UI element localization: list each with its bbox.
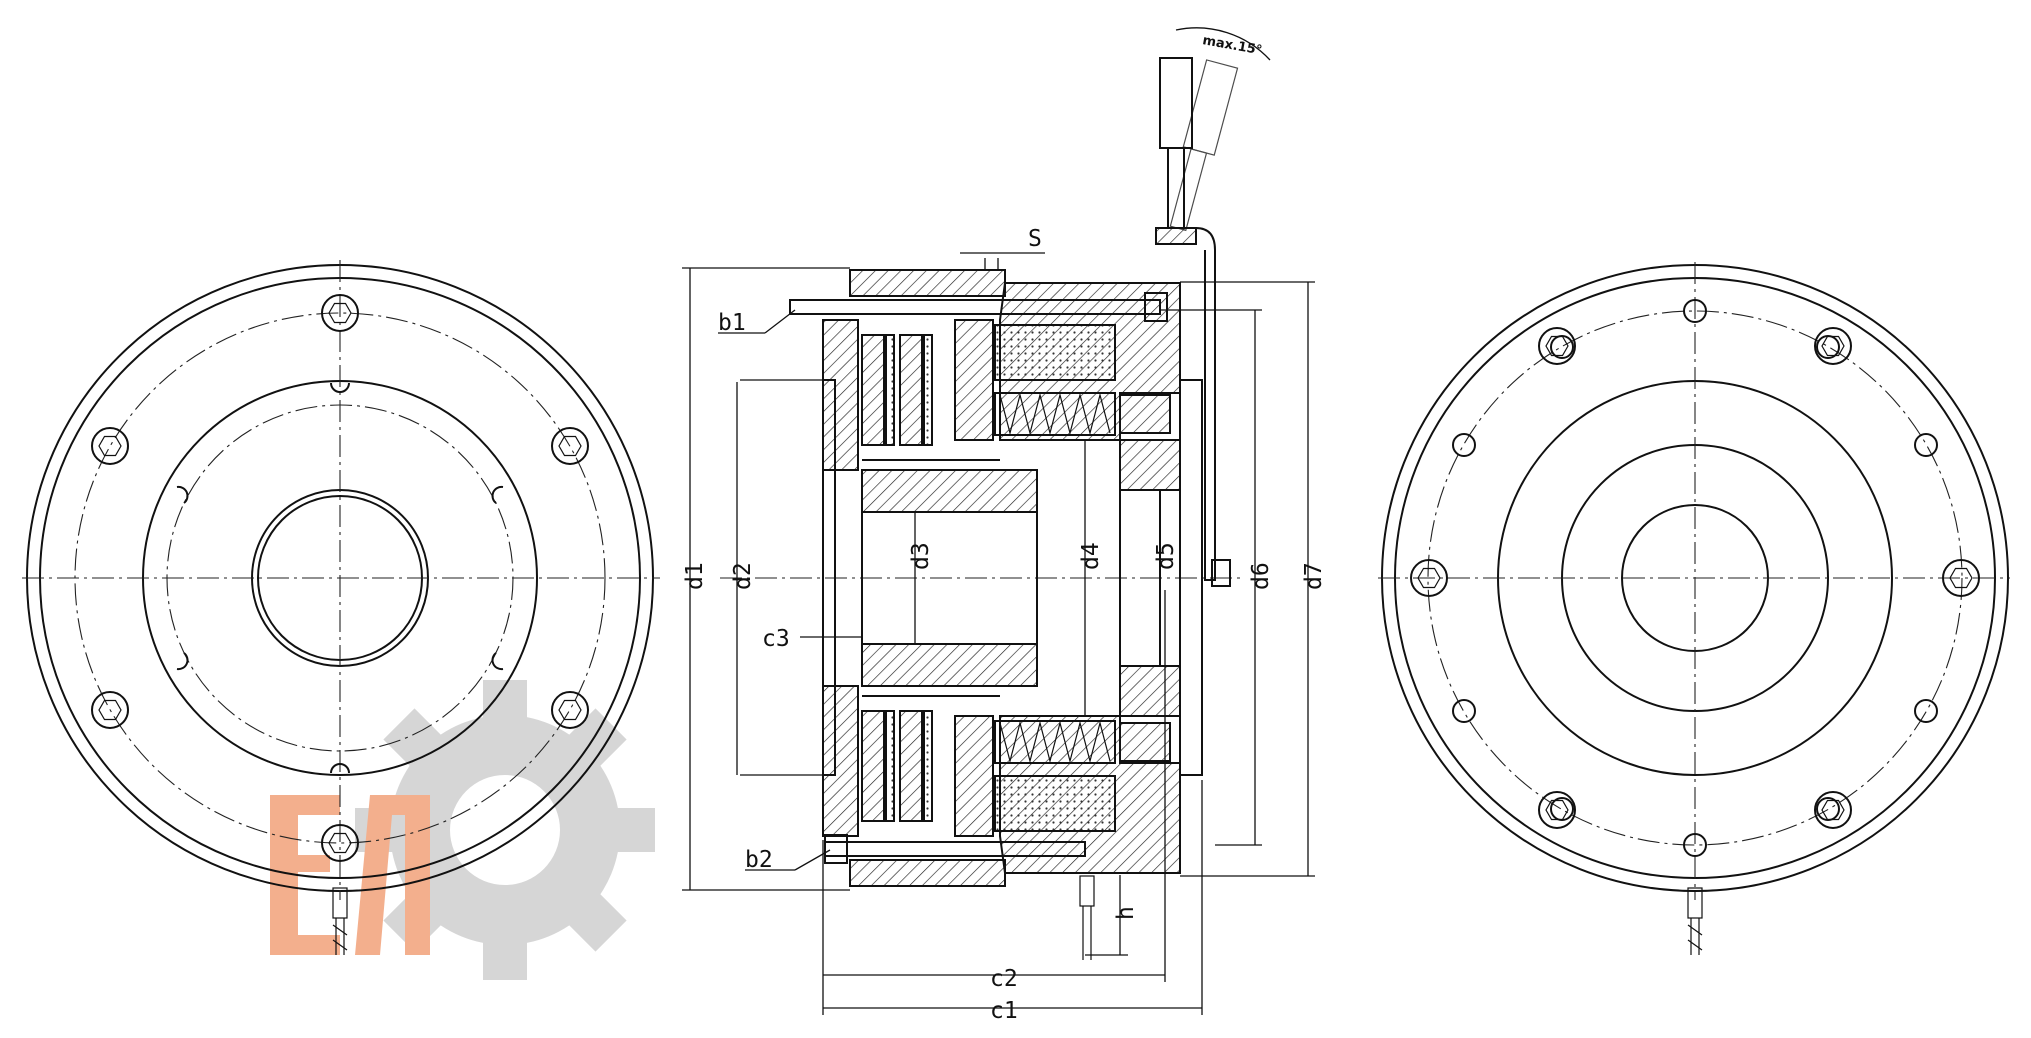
label-d6: d6 bbox=[1248, 562, 1274, 590]
cable-right bbox=[1687, 887, 1703, 955]
label-d1: d1 bbox=[682, 562, 708, 590]
left-end-view bbox=[22, 260, 660, 955]
release-lever bbox=[1155, 57, 1239, 587]
spring-top bbox=[994, 392, 1171, 436]
dimension-lines bbox=[682, 27, 1315, 1015]
label-h: h bbox=[1113, 906, 1139, 920]
spring-bottom bbox=[994, 720, 1171, 764]
label-d7: d7 bbox=[1301, 562, 1327, 590]
label-b1: b1 bbox=[718, 310, 746, 336]
label-d5: d5 bbox=[1153, 542, 1179, 570]
label-s: S bbox=[1028, 226, 1042, 252]
label-b2: b2 bbox=[745, 847, 773, 873]
gear-icon bbox=[355, 680, 655, 980]
label-d3: d3 bbox=[908, 542, 934, 570]
cable-left bbox=[332, 887, 348, 955]
label-d2: d2 bbox=[730, 562, 756, 590]
section-view bbox=[720, 57, 1245, 960]
logo-letter-l bbox=[355, 795, 430, 955]
label-c3: c3 bbox=[762, 626, 790, 652]
dimension-labels: d1 d2 d3 d4 d5 d6 d7 c1 c2 c3 b1 b2 S h … bbox=[682, 33, 1327, 1024]
label-c2: c2 bbox=[990, 966, 1018, 992]
watermark-logo bbox=[270, 680, 655, 980]
label-max-angle: max.15° bbox=[1201, 33, 1263, 58]
right-end-view bbox=[1378, 262, 2010, 955]
logo-letter-e-left bbox=[270, 795, 340, 955]
label-c1: c1 bbox=[990, 998, 1018, 1024]
label-d4: d4 bbox=[1078, 542, 1104, 570]
